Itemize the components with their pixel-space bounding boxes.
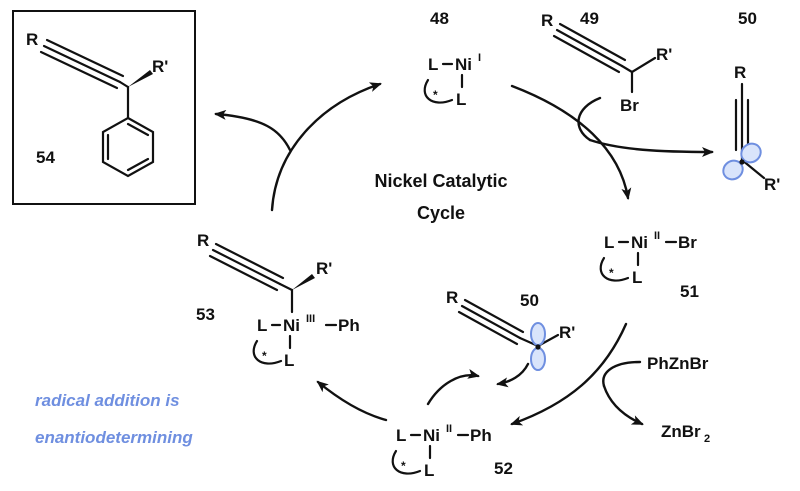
compound-52-oxidation: II	[446, 423, 452, 435]
compound-48: 48 L Ni I L *	[423, 9, 481, 109]
byproduct-znbr: ZnBr	[661, 422, 701, 441]
radical-50-middle-r-prime: R'	[559, 323, 575, 342]
arrow-48-to-51	[510, 84, 632, 200]
arrow-49-entering	[577, 96, 602, 142]
byproduct-znbr2: ZnBr 2	[661, 422, 710, 445]
compound-48-metal: Ni	[455, 55, 472, 74]
compound-52-number: 52	[494, 459, 513, 478]
compound-52-aryl: Ph	[470, 426, 492, 445]
radical-50-middle-number: 50	[520, 291, 539, 310]
compound-52-chiral-star: *	[401, 459, 406, 473]
radical-50-middle: 50 R R'	[446, 288, 575, 371]
radical-50-middle-r: R	[446, 288, 458, 307]
compound-52-ligand: L	[396, 426, 406, 445]
arrow-phznbr-entering	[602, 360, 642, 388]
compound-48-ligand: L	[428, 55, 438, 74]
cycle-title-line-2: Cycle	[417, 203, 465, 223]
compound-53-ligand: L	[257, 316, 267, 335]
arrow-radical-capture	[496, 362, 530, 388]
byproduct-subscript: 2	[704, 433, 710, 445]
compound-51-metal: Ni	[631, 233, 648, 252]
compound-51-number: 51	[680, 282, 699, 301]
arrow-znbr2-leaving	[602, 384, 644, 426]
arrow-52-to-53	[316, 380, 388, 422]
compound-52-metal: Ni	[423, 426, 440, 445]
compound-49: 49 R R' Br	[541, 9, 672, 115]
compound-53-chiral-star: *	[262, 349, 267, 363]
arrow-51-to-52	[510, 322, 628, 426]
arrow-radical-attack	[426, 368, 480, 406]
compound-53-ligand-2: L	[284, 351, 294, 370]
note-line-2: enantiodetermining	[35, 428, 193, 447]
compound-49-r: R	[541, 11, 553, 30]
radical-50-top-number: 50	[738, 9, 757, 28]
product-54-r: R	[26, 30, 38, 49]
compound-51-halide: Br	[678, 233, 697, 252]
note-line-1: radical addition is	[35, 391, 180, 410]
compound-53-number: 53	[196, 305, 215, 324]
compound-49-halide: Br	[620, 96, 639, 115]
compound-49-r-prime: R'	[656, 45, 672, 64]
arrow-53-to-48	[270, 82, 382, 212]
radical-50-top-r-prime: R'	[764, 175, 780, 194]
compound-53-oxidation: III	[306, 313, 315, 325]
compound-52-ligand-2: L	[424, 461, 434, 480]
compound-53-r-prime: R'	[316, 259, 332, 278]
radical-50-top: 50 R R'	[722, 9, 780, 194]
arrow-radical-50-leaving	[588, 138, 714, 157]
compound-51-oxidation: II	[654, 230, 660, 242]
compound-51: L Ni II Br L * 51	[599, 230, 699, 301]
compound-53-r: R	[197, 231, 209, 250]
cycle-title-line-1: Nickel Catalytic	[374, 171, 507, 191]
compound-51-ligand: L	[604, 233, 614, 252]
product-54-number: 54	[36, 148, 55, 167]
compound-49-number: 49	[580, 9, 599, 28]
reagent-phznbr: PhZnBr	[647, 354, 709, 373]
compound-48-number: 48	[430, 9, 449, 28]
compound-48-chiral-star: *	[433, 88, 438, 102]
compound-52: L Ni II Ph L * 52	[391, 423, 513, 480]
compound-53-aryl: Ph	[338, 316, 360, 335]
product-54-r-prime: R'	[152, 57, 168, 76]
compound-51-ligand-2: L	[632, 268, 642, 287]
product-54-box: R R' 54	[12, 10, 196, 205]
arrow-product-54-leaving	[214, 109, 292, 152]
compound-53: R R' L Ni III Ph L * 53	[196, 231, 360, 370]
compound-48-ligand-2: L	[456, 90, 466, 109]
compound-53-metal: Ni	[283, 316, 300, 335]
compound-51-chiral-star: *	[609, 266, 614, 280]
compound-48-oxidation: I	[478, 52, 481, 64]
radical-50-top-r: R	[734, 63, 746, 82]
